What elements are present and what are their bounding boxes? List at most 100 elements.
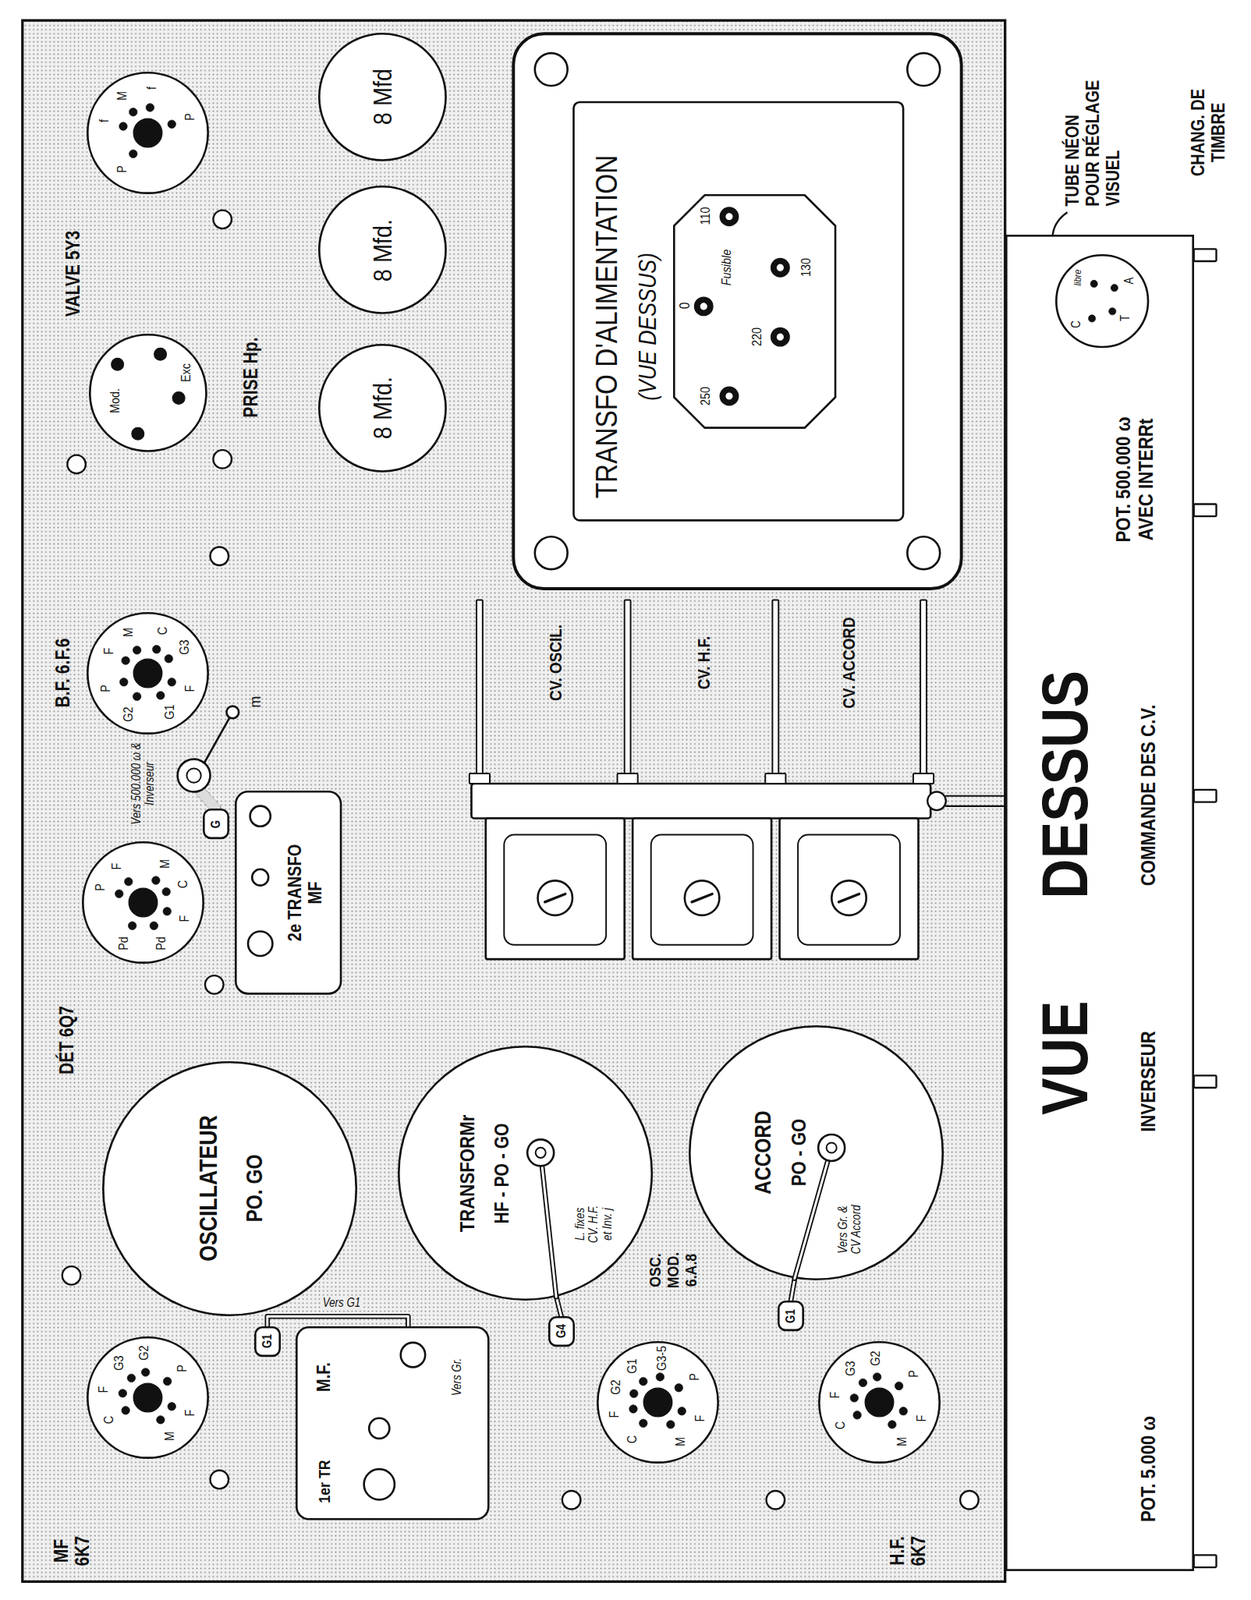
pin-label: G2 [608, 1380, 624, 1396]
socket-pin [114, 889, 123, 898]
can-hole [250, 806, 271, 827]
node-label: POT. 500.000 ω AVEC INTERRt [1112, 393, 1158, 567]
chassis-hole [205, 975, 224, 995]
pin-label: P [687, 1373, 703, 1382]
voltage-selector-outline [673, 194, 837, 429]
coil-terminal [826, 1142, 837, 1153]
pin-label: P [93, 883, 109, 892]
control-label: CHANG. DE TIMBRE [1188, 82, 1230, 183]
pin-label: M [163, 1431, 178, 1442]
node-label: 8 Mfd. [368, 218, 397, 281]
grid-cap-shape [255, 1327, 280, 1357]
pin-label: C [101, 1416, 117, 1425]
gang-section [632, 818, 772, 961]
socket-pin [120, 677, 128, 686]
socket-pin [145, 102, 154, 111]
tube-label: B.F. 6.F.6 [52, 638, 74, 709]
gang-shaft [946, 795, 1006, 798]
gang-plate [617, 773, 638, 784]
node-label: COMMANDE DES C.V. [1136, 705, 1159, 887]
socket-pin [151, 876, 160, 885]
pin-label: A [1123, 276, 1137, 284]
socket-pin [899, 1407, 908, 1416]
pin-label: F [96, 1386, 112, 1394]
grid-cap: G4 [548, 1316, 575, 1347]
node-label: ACCORD [751, 1111, 777, 1195]
pin-label: F [182, 685, 198, 693]
tube-socket-shape [598, 1343, 719, 1464]
gang-section [503, 834, 607, 945]
terminal-label: 250 [698, 386, 714, 406]
socket-pin [121, 1406, 130, 1415]
socket-pin [124, 878, 132, 886]
node-label: 8 Mfd. [368, 376, 397, 440]
wire-path [267, 1316, 409, 1327]
ground-lug [226, 706, 239, 720]
socket-pin [163, 1377, 172, 1386]
if-transformer: 2e TRANSFO MF [234, 790, 342, 996]
if-transformer: 1er TRM.F.Vers Gr. [295, 1326, 490, 1521]
socket-pin [850, 1394, 858, 1403]
node-label: Vers Gr. [450, 1358, 464, 1397]
mounting-hole [535, 53, 568, 86]
pin-label: F [101, 647, 117, 655]
coil-lead [540, 1152, 557, 1298]
pin-label: P [98, 684, 114, 693]
gang-plate [469, 773, 490, 784]
can-hole [364, 1469, 395, 1500]
socket-pin [674, 1384, 683, 1393]
chassis-hole [210, 1470, 230, 1490]
socket-pin [888, 1421, 897, 1429]
transformer-frame [513, 33, 961, 589]
wire [556, 1297, 561, 1317]
node-label: INVERSEUR [1136, 1031, 1159, 1133]
pin-label: Mod. [107, 388, 123, 414]
wire-path [790, 1279, 795, 1302]
gang-plate [913, 773, 934, 784]
pin-label: M [158, 859, 174, 869]
grid-cap: G1 [254, 1326, 281, 1358]
terminal-label: 0 [676, 302, 693, 310]
front-panel-shape [1006, 235, 1193, 1570]
socket-pin [129, 149, 138, 158]
terminal-label: 130 [798, 258, 814, 277]
ground-label: m [246, 696, 265, 709]
gang-shaft [927, 792, 947, 812]
socket-pin [163, 907, 171, 916]
node-label: TRANSFORMr [456, 1114, 479, 1233]
node-label: 8 Mfd [368, 68, 397, 125]
socket-pin [129, 107, 138, 116]
node-label: CV. OSCIL. [546, 624, 566, 702]
socket-pin [639, 1378, 648, 1386]
socket-pin [639, 1420, 648, 1429]
chassis-hole [212, 210, 232, 230]
socket-pin [1090, 279, 1098, 288]
grid-cap-shape [549, 1317, 574, 1347]
chassis-hole [960, 1491, 979, 1510]
trimmer-screw [691, 893, 713, 902]
node-label: 2e TRANSFO MF [286, 840, 327, 945]
pin-label: F [607, 1410, 623, 1418]
tube-label: DÉT 6Q7 [56, 1006, 78, 1075]
tube-label: MF 6K7 [49, 1529, 93, 1574]
socket-pin [111, 357, 125, 371]
socket-pin [167, 120, 176, 128]
filter-capacitor: 8 Mfd [318, 32, 447, 162]
filter-capacitor-shape [318, 33, 446, 160]
node-label: (VUE DESSUS) [634, 252, 662, 401]
wire-label: Vers Gr. & CV Accord [835, 1200, 863, 1260]
socket-pin [156, 1416, 165, 1425]
chassis-hole [67, 455, 86, 475]
can-hole [251, 869, 269, 886]
node-label: G1 [260, 1335, 274, 1350]
pin-label: C [155, 627, 171, 635]
socket-pin [133, 646, 142, 655]
grid-cap-shape [204, 810, 229, 840]
terminal [771, 258, 791, 277]
terminal [725, 212, 734, 220]
node-label: POT. 5.000 ω [1136, 1416, 1159, 1523]
chassis-hole [562, 1491, 582, 1510]
tube-socket-shape [88, 613, 209, 734]
power-transformer: TRANSFO D'ALIMENTATION(VUE DESSUS)Fusibl… [512, 32, 963, 590]
filter-capacitor: 8 Mfd. [318, 343, 447, 473]
